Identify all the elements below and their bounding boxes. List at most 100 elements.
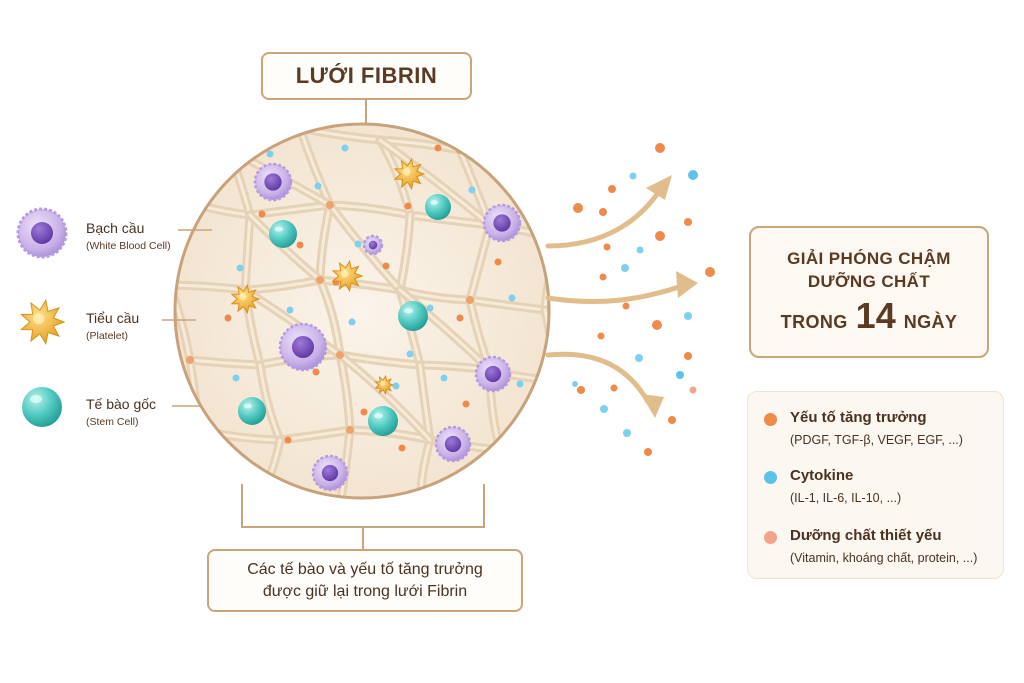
fibrin-strand <box>535 165 549 245</box>
white-blood-cell <box>362 234 384 256</box>
growth-factor-dot-icon <box>764 413 777 426</box>
fibrin-strand-highlight <box>258 363 282 442</box>
stem-cell-icon <box>22 387 62 427</box>
released-particle <box>644 448 652 456</box>
fibrin-node <box>146 131 154 139</box>
released-particle <box>668 416 676 424</box>
fibrin-strand-highlight <box>538 168 549 242</box>
release-line-1: GIẢI PHÓNG CHẬM <box>787 249 951 268</box>
cell-connectors <box>162 229 212 407</box>
platelet-icon <box>20 298 66 346</box>
fibrin-strand <box>175 130 235 155</box>
fibrin-strand-highlight <box>243 213 252 292</box>
nutrient-dot <box>382 262 390 270</box>
white-blood-cell <box>311 454 349 492</box>
released-particle <box>599 273 607 281</box>
nutrient-dot <box>266 150 274 158</box>
fibrin-strand <box>335 495 425 498</box>
fibrin-strand-highlight <box>543 308 549 382</box>
cell-label-white-blood-cell: Bạch cầu (White Blood Cell) <box>86 220 171 252</box>
nutrient-dot <box>341 144 349 152</box>
released-particle <box>608 185 616 193</box>
nutrient-dot <box>236 264 244 272</box>
released-particle <box>655 143 665 153</box>
nutrient-dot <box>348 318 356 326</box>
released-particle <box>684 312 692 320</box>
fibrin-strand-highlight <box>248 213 322 282</box>
fibrin-strand-highlight <box>340 500 420 505</box>
fibrin-mesh <box>146 124 549 505</box>
legend-title: Dưỡng chất thiết yếu <box>790 527 942 544</box>
nutrient-dot <box>286 306 294 314</box>
fibrin-strand-highlight <box>175 133 232 152</box>
cytokine-dot-icon <box>764 471 777 484</box>
fibrin-strand <box>255 495 345 498</box>
white-blood-cell <box>482 203 522 243</box>
nutrient-dot <box>440 374 448 382</box>
released-particle <box>635 354 643 362</box>
fibrin-node <box>316 276 324 284</box>
fibrin-node <box>336 351 344 359</box>
fibrin-strand-highlight <box>175 133 182 202</box>
released-particle <box>597 332 605 340</box>
release-days-number: 14 <box>855 295 896 336</box>
released-particle <box>599 208 607 216</box>
nutrient-dot <box>456 314 464 322</box>
nutrient-dot <box>314 182 322 190</box>
released-particle <box>623 429 631 437</box>
platelet-shape <box>20 298 66 346</box>
platelet <box>374 374 395 396</box>
fibrin-strand-highlight <box>328 203 412 217</box>
nutrient-dot <box>360 408 368 416</box>
bottom-bracket <box>241 484 485 549</box>
nutrient-legend: Yếu tố tăng trưởng (PDGF, TGF-β, VEGF, E… <box>747 391 1004 579</box>
released-particle <box>610 384 618 392</box>
fibrin-node <box>166 281 174 289</box>
fibrin-strand <box>175 130 185 205</box>
legend-title: Cytokine <box>790 467 854 484</box>
fibrin-strand-highlight <box>260 500 340 505</box>
cell-label-stem-cell: Tế bào gốc (Stem Cell) <box>86 396 156 428</box>
release-word-ngay: NGÀY <box>903 312 958 332</box>
fibrin-strand-highlight <box>188 358 262 367</box>
fibrin-strand-highlight <box>243 288 342 357</box>
cell-name: Tiểu cầu <box>86 310 140 326</box>
white-blood-cell <box>278 322 328 372</box>
stem-cell <box>238 397 266 425</box>
released-particle <box>689 386 697 394</box>
fibrin-strand-highlight <box>398 213 412 292</box>
released-particle <box>636 246 644 254</box>
release-box: GIẢI PHÓNG CHẬM DƯỠNG CHẤT TRONG 14 NGÀY <box>749 226 989 358</box>
white-blood-cell <box>434 425 472 463</box>
nutrient-dot <box>426 304 434 312</box>
released-particle <box>705 267 715 277</box>
fibrin-strand-highlight <box>338 353 432 442</box>
cell-name: Bạch cầu <box>86 220 145 236</box>
stem-cell <box>269 220 297 248</box>
title-text: LƯỚI FIBRIN <box>295 63 438 88</box>
cell-subtitle: (Platelet) <box>86 330 129 342</box>
nutrient-dot <box>468 186 476 194</box>
nutrient-dot <box>258 210 266 218</box>
nutrient-dot <box>434 144 442 152</box>
release-line-3: TRONG 14 NGÀY <box>781 295 958 337</box>
fibrin-strand-highlight <box>298 126 332 207</box>
release-word-trong: TRONG <box>780 312 848 332</box>
nutrient-dot <box>494 258 502 266</box>
fibrin-strand-highlight <box>468 298 547 312</box>
release-line-2: DƯỠNG CHẤT <box>807 272 931 291</box>
released-particle <box>577 386 585 394</box>
nutrient-dot <box>312 368 320 376</box>
released-particle <box>676 371 684 379</box>
released-particle <box>684 218 692 226</box>
released-particle <box>621 264 629 272</box>
legend-detail: (PDGF, TGF-β, VEGF, EGF, ...) <box>790 433 963 447</box>
nutrient-dot <box>508 294 516 302</box>
platelet <box>393 157 426 191</box>
white-blood-cell <box>253 162 293 202</box>
nutrient-dot <box>398 444 406 452</box>
cell-label-platelet: Tiểu cầu (Platelet) <box>86 310 139 342</box>
nutrient-dot <box>354 240 362 248</box>
fibrin-node <box>296 124 304 132</box>
